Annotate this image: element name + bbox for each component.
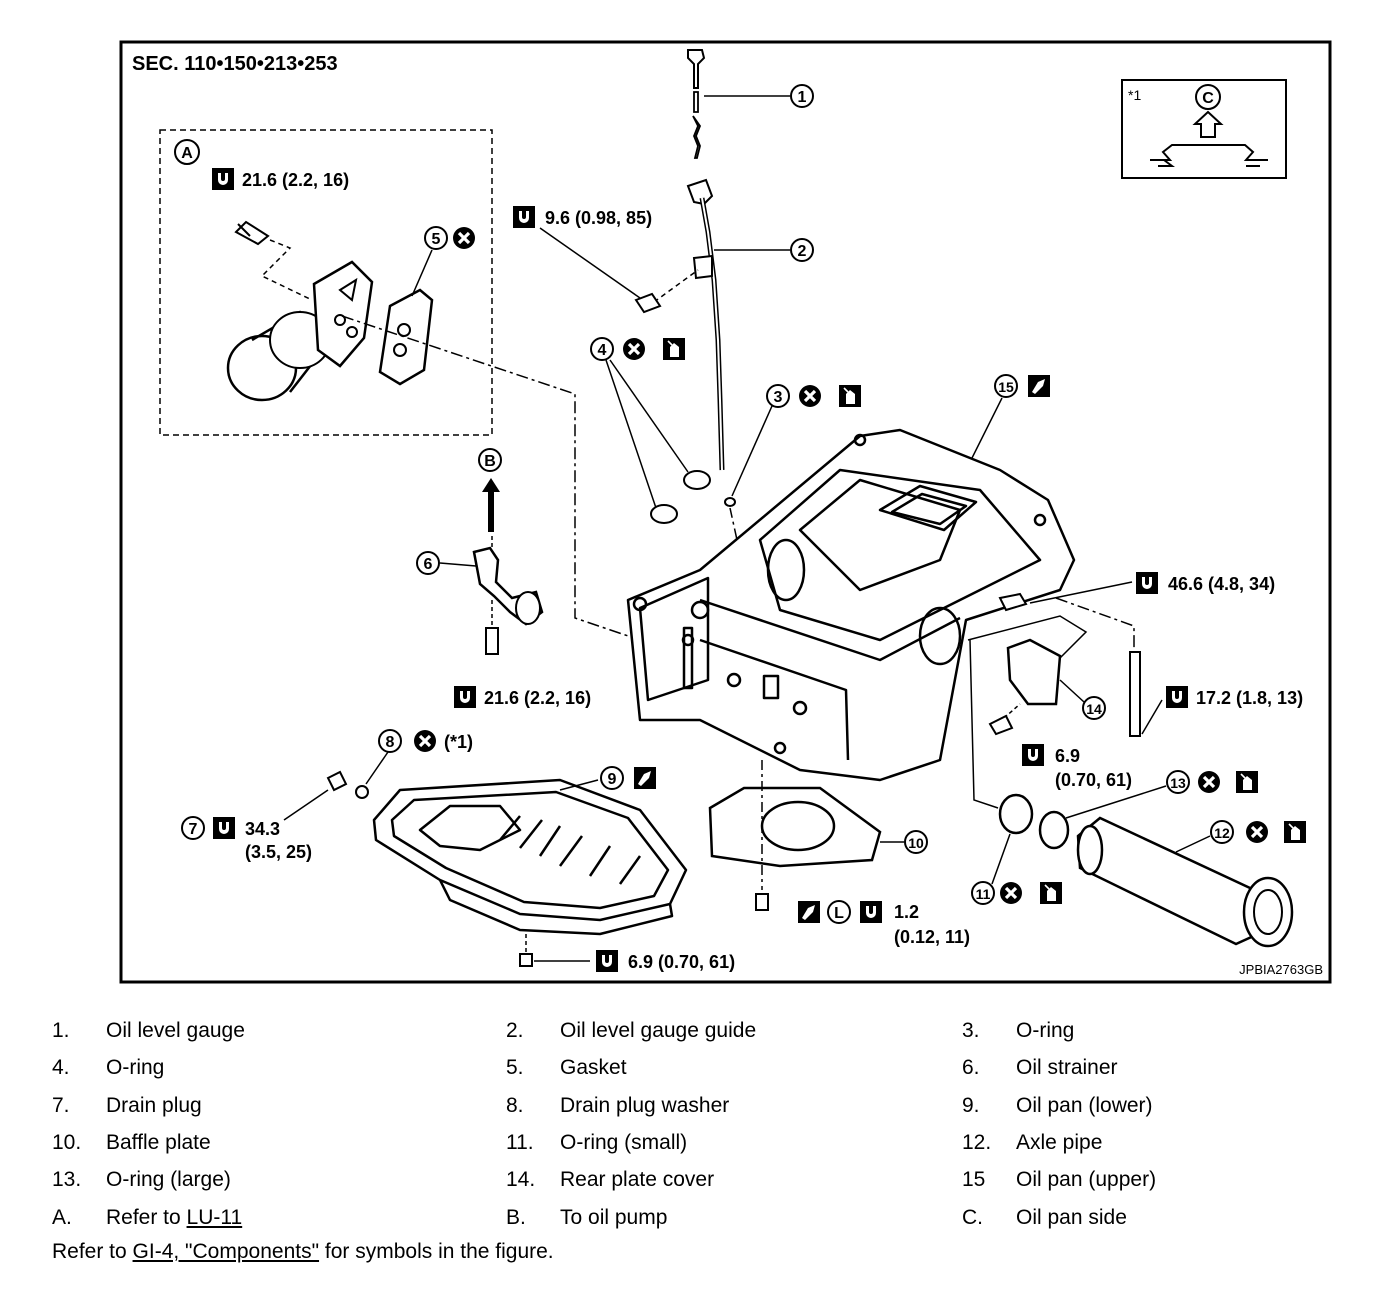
callout-5: 5	[432, 231, 441, 248]
link-gi-4-components[interactable]: GI-4, "Components"	[132, 1240, 320, 1263]
callout-12: 12	[1214, 825, 1230, 841]
callout-13: 13	[1170, 775, 1186, 791]
callout-14: 14	[1086, 701, 1102, 717]
torque-cover-1: 6.9	[1055, 746, 1080, 766]
torque-baffle-2: (0.12, 11)	[894, 927, 970, 947]
lower-oil-pan	[372, 778, 688, 936]
link-lu-11[interactable]: LU-11	[186, 1206, 243, 1229]
letter-c: C	[1202, 90, 1214, 107]
callout-15: 15	[998, 379, 1014, 395]
figure-code: JPBIA2763GB	[1239, 962, 1323, 977]
oil-level-gauge	[687, 49, 790, 159]
note-8: (*1)	[444, 732, 473, 752]
baffle-plate: 10 L 1.2 (0.12, 11)	[708, 760, 970, 947]
torque-right2: 17.2 (1.8, 13)	[1196, 688, 1303, 708]
callout-9: 9	[608, 771, 617, 788]
parts-legend: 1.Oil level gauge 2.Oil level gauge guid…	[52, 1019, 1157, 1229]
torque-cover-2: (0.70, 61)	[1055, 770, 1132, 790]
callout-11: 11	[976, 886, 991, 902]
rear-plate-cover: 14 6.9 (0.70, 61)	[967, 615, 1132, 790]
svg-text:*1: *1	[1128, 87, 1141, 103]
callout-10: 10	[908, 835, 924, 851]
oil-level-gauge-guide	[634, 178, 790, 471]
callout-7: 7	[189, 821, 198, 838]
letter-b: B	[484, 453, 496, 470]
figure-frame	[119, 40, 1332, 984]
torque-right: 46.6 (4.8, 34)	[1168, 574, 1275, 594]
inset-a: A 21.6 (2.2, 16)	[159, 129, 493, 436]
torque-a: 21.6 (2.2, 16)	[242, 170, 349, 190]
oil-strainer: B 6 21.6 (2.2, 16)	[416, 448, 591, 708]
torque-baffle-1: 1.2	[894, 902, 919, 922]
exploded-diagram: SEC. 110•150•213•253 JPBIA2763GB *1 C A …	[119, 40, 1332, 984]
callout-3: 3	[774, 389, 783, 406]
inset-c: *1 C	[1121, 79, 1287, 179]
section-label: SEC. 110•150•213•253	[132, 53, 338, 75]
torque-bottom: 6.9 (0.70, 61)	[628, 952, 735, 972]
callout-2: 2	[798, 243, 807, 260]
callout-6: 6	[424, 556, 433, 573]
axle-pipe	[1076, 816, 1294, 948]
torque-strainer: 21.6 (2.2, 16)	[484, 688, 591, 708]
callout-8: 8	[386, 734, 395, 751]
symbol-l: L	[834, 905, 844, 922]
callout-4: 4	[598, 342, 607, 359]
letter-a: A	[181, 145, 193, 162]
torque-drain-1: 34.3	[245, 819, 280, 839]
torque-drain-2: (3.5, 25)	[245, 842, 312, 862]
footer-note: Refer to GI-4, "Components" for symbols …	[52, 1240, 554, 1263]
torque-guide: 9.6 (0.98, 85)	[545, 208, 652, 228]
callout-1: 1	[798, 89, 807, 106]
